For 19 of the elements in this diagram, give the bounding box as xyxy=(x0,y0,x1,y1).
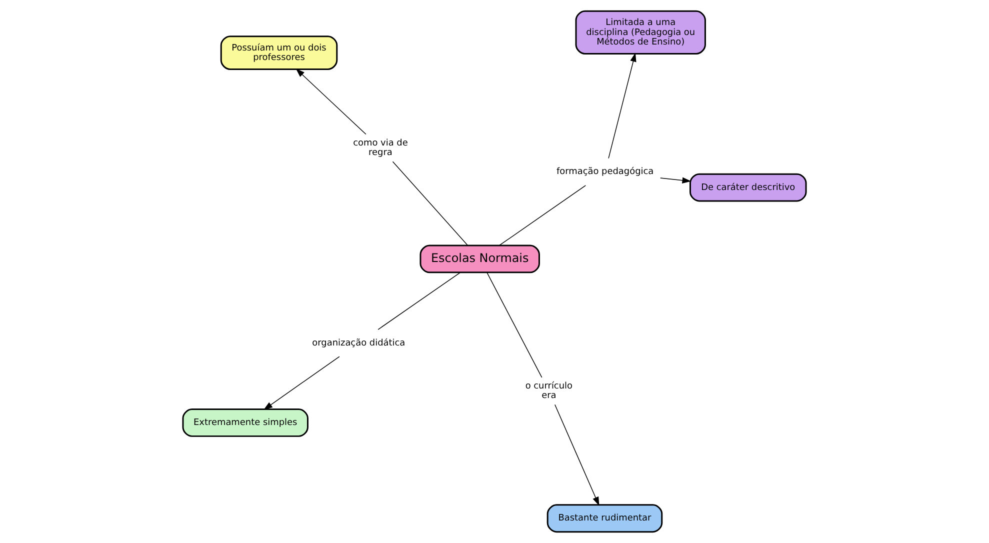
connector xyxy=(392,161,468,246)
arrow xyxy=(660,177,692,184)
node-box: Escolas Normais xyxy=(420,244,540,274)
node-text: o currículo era xyxy=(525,381,573,402)
connector xyxy=(486,272,542,378)
node-box: Limitada a uma disciplina (Pedagogia ou Métodos de Ensino) xyxy=(575,10,706,54)
node-box: Possuíam um ou dois professores xyxy=(220,36,338,70)
node-text: formação pedagógica xyxy=(556,167,654,178)
arrow xyxy=(264,356,340,410)
node-box: De caráter descritivo xyxy=(689,173,807,202)
connector xyxy=(499,185,586,246)
node-text: como via de regra xyxy=(353,138,408,158)
node-box: Extremamente simples xyxy=(182,408,308,437)
arrow xyxy=(608,52,636,159)
node-box: Bastante rudimentar xyxy=(546,504,663,533)
node-text: organização didática xyxy=(312,338,406,348)
connector xyxy=(378,272,461,330)
arrow xyxy=(296,68,366,135)
arrow xyxy=(554,404,600,506)
